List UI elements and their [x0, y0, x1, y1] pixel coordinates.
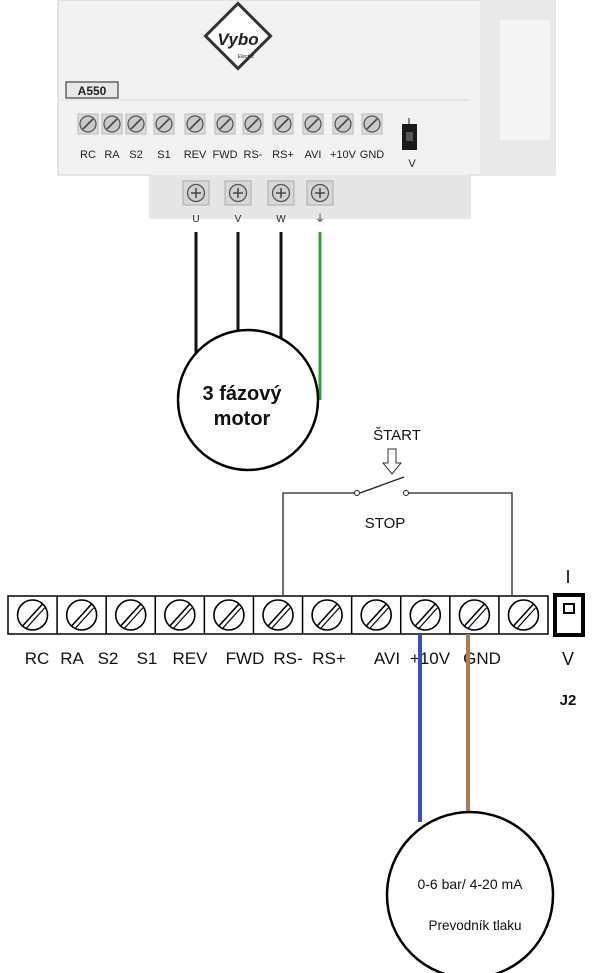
device-terminal: RS+ [272, 113, 294, 161]
switch-wire-left [282, 492, 355, 595]
device-terminal-label: AVI [305, 149, 322, 161]
switch-label-start: ŠTART [373, 427, 421, 444]
device-terminal: RS- [242, 113, 264, 161]
motor-circle [176, 328, 320, 472]
output-terminal: V [224, 180, 252, 225]
device-terminal-label: S1 [157, 149, 170, 161]
terminal: FWD [226, 596, 294, 668]
model-label: A550 [78, 84, 107, 98]
output-terminal: W [267, 180, 295, 225]
output-terminal-label: W [276, 214, 286, 225]
motor-label-line1: 3 fázový [203, 383, 283, 405]
device-terminal-label: RC [80, 149, 96, 161]
motor-wires [194, 232, 322, 400]
device-terminal: +10V [330, 113, 357, 161]
terminal-label: RS- [273, 649, 302, 668]
device-jumper-label: V [408, 158, 416, 170]
terminal-label: AVI [374, 649, 400, 668]
device-terminal-label: +10V [330, 149, 357, 161]
device-terminal-label: REV [184, 149, 207, 161]
motor-label-line2: motor [214, 408, 271, 430]
output-terminal-label: ⏚ [315, 213, 325, 225]
start-stop-switch: ŠTART STOP [282, 427, 513, 595]
model-badge [65, 81, 119, 99]
brand-logo: Vybo Electric [203, 1, 273, 71]
terminal: S1 [137, 596, 196, 668]
device-terminal: GND [360, 113, 385, 161]
terminal-label: RC [25, 649, 50, 668]
terminal: RC [16, 599, 50, 668]
push-arrow-icon [381, 448, 403, 475]
terminal: RA [56, 596, 98, 668]
logo-sub: Electric [238, 54, 255, 60]
terminal: REV [173, 596, 245, 668]
terminal-label: RS+ [312, 649, 346, 668]
inverter-device: Vybo Electric A550 RC RA S2 S1 REV FWD RS- RS+ A… [57, 0, 556, 225]
jumper-label-i: I [565, 567, 570, 587]
terminal-label: S2 [98, 649, 119, 668]
output-terminal: U [182, 180, 210, 225]
device-terminal: S1 [153, 113, 175, 161]
device-terminal: RA [101, 113, 123, 161]
terminal-label: FWD [226, 649, 265, 668]
transducer-circle [385, 810, 555, 973]
terminal-label: +10V [410, 649, 451, 668]
terminal: AVI [374, 596, 442, 668]
device-terminal-label: RS- [244, 149, 263, 161]
transducer-name: Prevodník tlaku [428, 918, 521, 933]
pressure-transducer: 0-6 bar/ 4-20 mA Prevodník tlaku [385, 810, 555, 973]
terminal: RS+ [312, 596, 392, 668]
switch-label-stop: STOP [365, 515, 406, 532]
terminal-block: RC RA S2 S1 REV FWD RS- RS+ AVI +10V GND [7, 595, 549, 668]
output-terminal: ⏚ [306, 180, 334, 225]
jumper-j2: I V J2 [553, 567, 585, 709]
device-terminal: S2 [125, 113, 147, 161]
device-terminal-label: FWD [212, 149, 237, 161]
logo-text: Vybo [217, 30, 258, 49]
terminal: GND [463, 596, 540, 668]
device-terminal-label: GND [360, 149, 385, 161]
motor: 3 fázový motor [176, 328, 320, 472]
output-terminal-row: U V W ⏚ [182, 180, 334, 225]
device-terminal: FWD [212, 113, 238, 161]
terminal: S2 [98, 596, 147, 668]
terminal: RS- [273, 596, 343, 668]
output-terminal-label: U [192, 214, 199, 225]
device-terminal: AVI [302, 113, 324, 161]
jumper-label-v: V [562, 649, 574, 669]
device-terminal-label: S2 [129, 149, 142, 161]
terminal-label: S1 [137, 649, 158, 668]
switch-contact [359, 476, 405, 494]
terminal-label: REV [173, 649, 209, 668]
device-terminal: RC [77, 113, 99, 161]
device-jumper: V [402, 118, 417, 170]
transducer-range: 0-6 bar/ 4-20 mA [417, 876, 523, 892]
terminal-label: RA [60, 649, 84, 668]
jumper-name: J2 [560, 692, 577, 709]
switch-wire-right [408, 492, 513, 595]
device-terminal-label: RA [104, 149, 120, 161]
output-terminal-label: V [235, 214, 242, 225]
device-terminal: REV [184, 113, 207, 161]
device-terminal-label: RS+ [272, 149, 294, 161]
terminal-label: GND [463, 649, 501, 668]
